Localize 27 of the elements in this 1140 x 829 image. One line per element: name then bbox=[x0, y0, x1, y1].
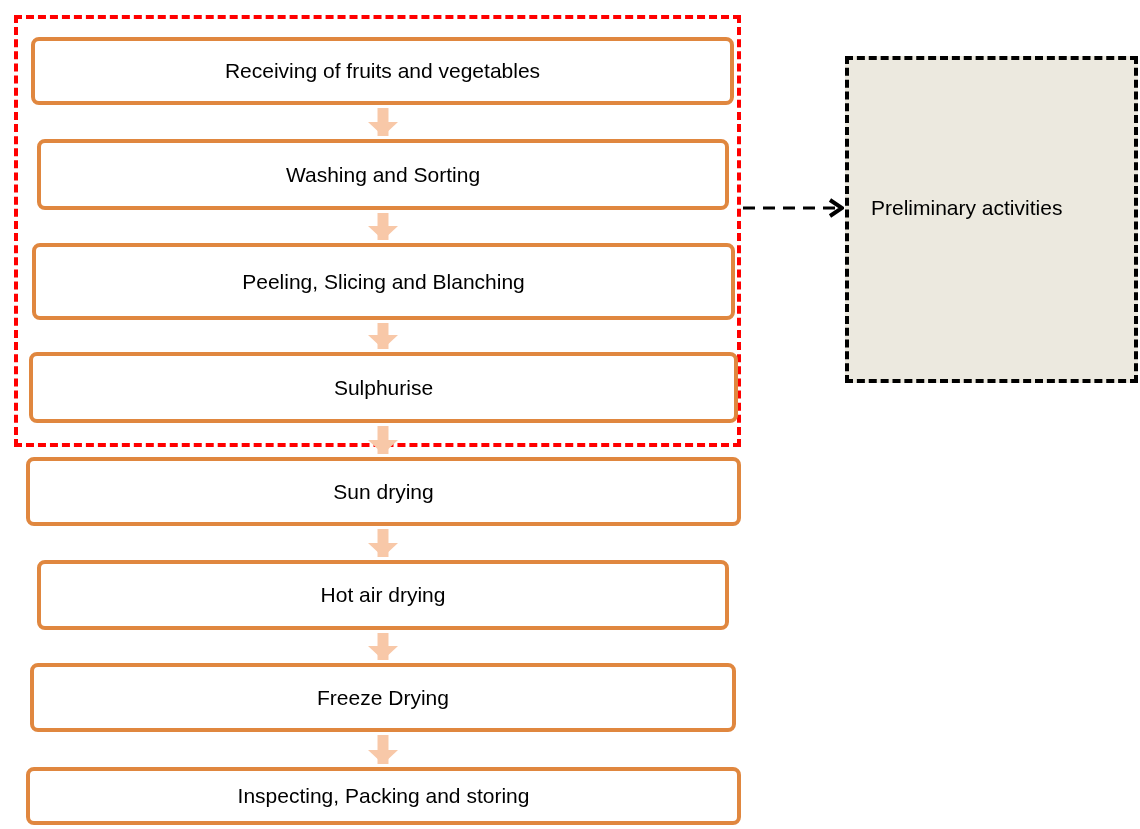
arrow bbox=[368, 529, 398, 557]
process-box bbox=[32, 243, 735, 320]
arrow bbox=[368, 633, 398, 660]
step-label: Sulphurise bbox=[333, 375, 434, 400]
process-box bbox=[26, 457, 741, 526]
step-label: Inspecting, Packing and storing bbox=[237, 784, 530, 808]
note-box bbox=[845, 56, 1138, 383]
process-box bbox=[37, 560, 729, 630]
arrow bbox=[368, 323, 398, 349]
process-box bbox=[29, 352, 738, 423]
process-box bbox=[37, 139, 729, 210]
arrow bbox=[368, 426, 398, 454]
step-label: Washing and Sorting bbox=[285, 162, 481, 187]
step-label: Preliminary activities bbox=[871, 196, 1063, 220]
arrow bbox=[368, 108, 398, 136]
step-label: Freeze Drying bbox=[317, 685, 449, 710]
process-box bbox=[31, 37, 734, 105]
arrow bbox=[368, 213, 398, 240]
group-outline bbox=[14, 15, 741, 447]
step-label: Receiving of fruits and vegetables bbox=[224, 59, 541, 83]
step-label: Sun drying bbox=[333, 479, 434, 504]
step-label: Peeling, Slicing and Blanching bbox=[242, 269, 525, 294]
arrow bbox=[743, 198, 844, 218]
arrow bbox=[368, 735, 398, 764]
step-label: Hot air drying bbox=[320, 583, 446, 607]
process-box bbox=[30, 663, 736, 732]
process-box bbox=[26, 767, 741, 825]
